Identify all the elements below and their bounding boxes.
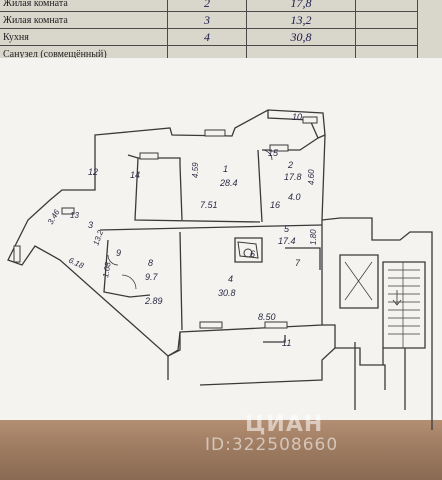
room-1-width: 7.51	[200, 200, 218, 210]
room-8-area: 9.7	[145, 272, 159, 282]
room-7-number: 7	[295, 258, 301, 268]
plan-walls	[7, 109, 433, 430]
room-1-height: 4.59	[191, 162, 200, 178]
room-2-number: 2	[287, 160, 293, 170]
stair-arrow-icon	[392, 290, 402, 306]
label-16: 16	[270, 200, 280, 210]
room-2-height: 4.60	[307, 169, 316, 185]
label-11: 11	[282, 338, 291, 348]
room-4-area: 30.8	[218, 288, 236, 298]
room-1-number: 1	[223, 164, 228, 174]
table-row: Кухня 4 30,8	[0, 28, 418, 46]
room-2-area: 17.8	[284, 172, 302, 182]
room-4-width: 8.50	[258, 312, 276, 322]
room-1-area: 28.4	[219, 178, 238, 188]
elevator-shaft	[344, 261, 373, 301]
room-area: 30,8	[246, 28, 356, 46]
dimension-289: 2.89	[144, 296, 163, 306]
room-5-area: 17.4	[278, 236, 296, 246]
room-3-dim: 3.46	[46, 208, 62, 226]
room-3-area: 13.2	[91, 228, 105, 246]
label-12: 12	[88, 167, 98, 177]
windows	[13, 116, 318, 329]
bath-fixture	[237, 241, 259, 259]
room-9-number: 9	[116, 248, 121, 258]
room-2-width: 4.0	[288, 192, 301, 202]
floor-plan-sheet	[0, 58, 442, 420]
table-surface	[0, 420, 442, 480]
watermark-logo: ЦИАН	[245, 412, 324, 437]
label-14: 14	[130, 170, 140, 180]
room-4-number: 4	[228, 274, 233, 284]
room-5-dim: 1.80	[309, 229, 318, 245]
room-5-number: 5	[284, 224, 290, 234]
room-3-number: 3	[88, 220, 93, 230]
label-13: 13	[70, 211, 79, 220]
table-row: Жилая комната 2 17,8	[0, 0, 418, 12]
label-10: 10	[292, 112, 302, 122]
room-8-dim: 1.08	[101, 261, 113, 278]
stair-steps	[388, 262, 420, 348]
label-15: 15	[268, 148, 279, 158]
room-8-number: 8	[148, 258, 153, 268]
watermark: ЦИАН ID:322508660	[205, 412, 435, 455]
door-arcs	[107, 149, 273, 290]
room-6-number: 6	[250, 249, 255, 259]
listing-id: ID:322508660	[205, 435, 339, 455]
